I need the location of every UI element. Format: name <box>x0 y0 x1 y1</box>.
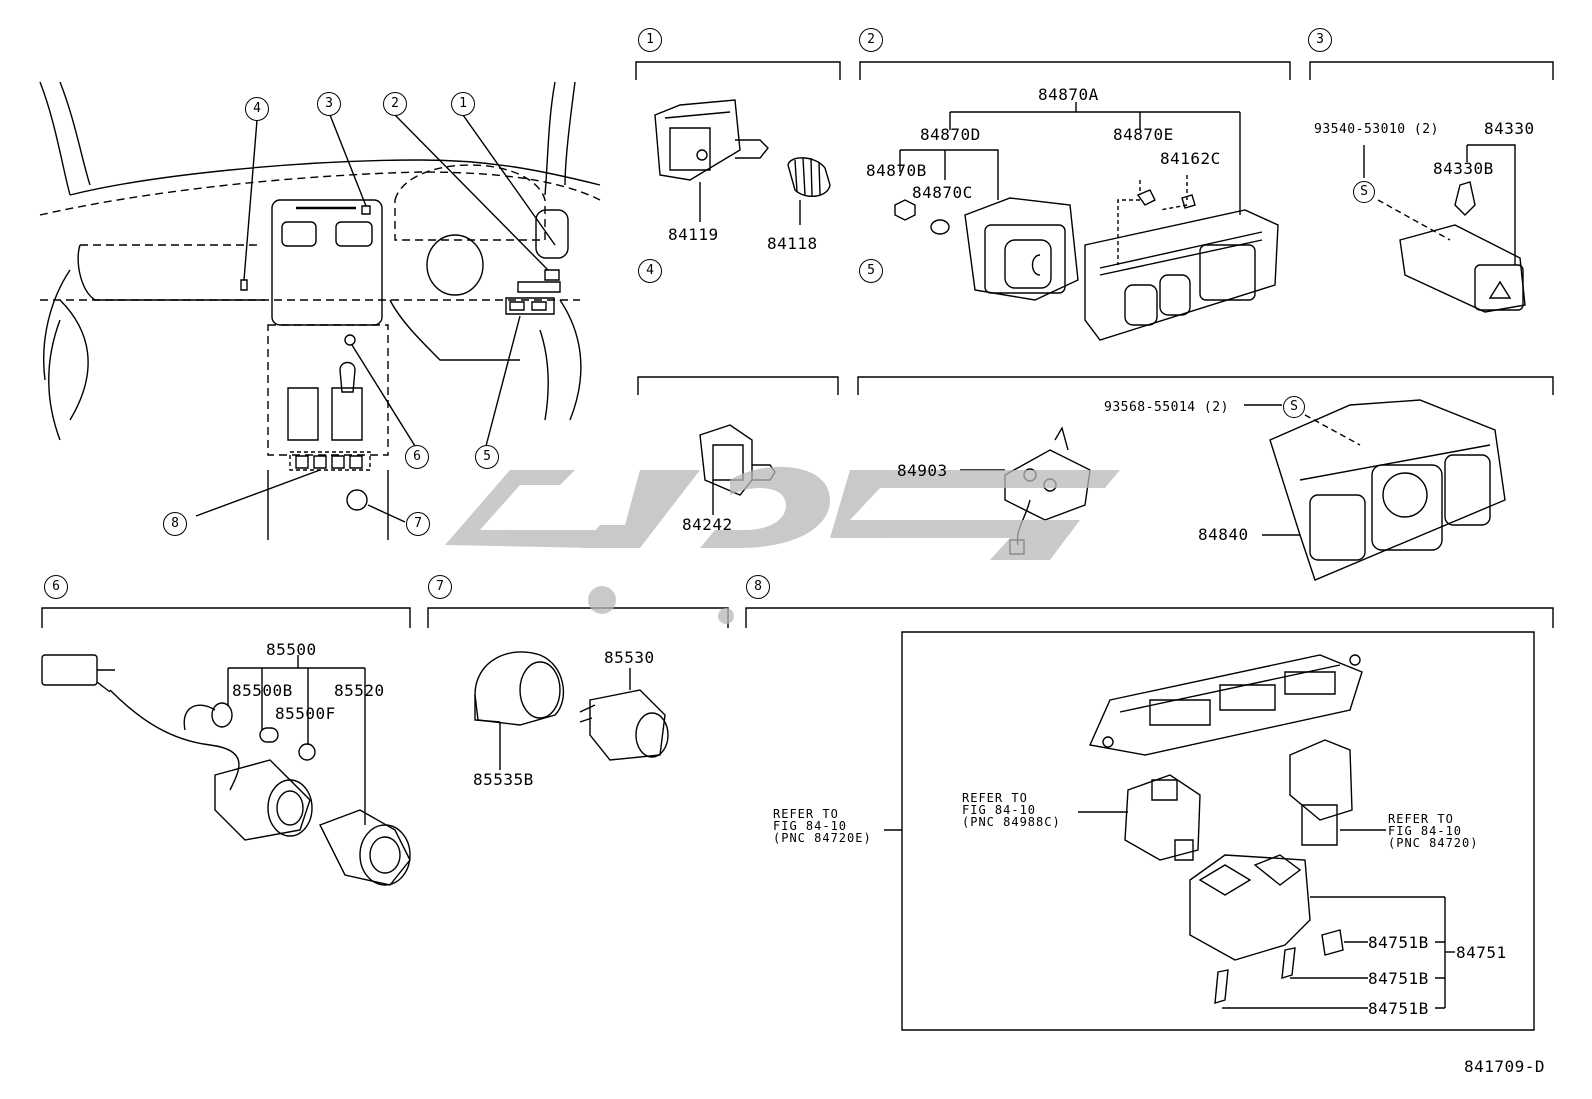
part-number-93540-53010: 93540-53010 (2) <box>1314 122 1439 137</box>
part-number-84870B: 84870B <box>866 161 927 180</box>
part-84330-drawing <box>1400 225 1525 312</box>
part-number-84751B-1: 84751B <box>1368 933 1429 952</box>
part-number-85500F: 85500F <box>275 704 336 723</box>
screw-symbol-s: S <box>1353 181 1375 203</box>
overview-callout-1: 1 <box>451 92 475 116</box>
overview-callout-5: 5 <box>475 445 499 469</box>
part-number-84840: 84840 <box>1198 525 1249 544</box>
overview-callout-6: 6 <box>405 445 429 469</box>
part-84119-drawing <box>655 100 768 180</box>
part-number-84870A: 84870A <box>1038 85 1099 104</box>
part-number-84870C: 84870C <box>912 183 973 202</box>
overview-callout-4: 4 <box>245 97 269 121</box>
part-number-84330B: 84330B <box>1433 159 1494 178</box>
section-7-marker: 7 <box>428 575 452 599</box>
section-1-marker: 1 <box>638 28 662 52</box>
part-85535B-drawing <box>475 652 563 725</box>
overview-callout-3: 3 <box>317 92 341 116</box>
part-84870A-drawing <box>1085 210 1278 340</box>
section-2-marker: 2 <box>859 28 883 52</box>
part-85530-drawing <box>580 690 668 760</box>
part-84840-drawing <box>1270 400 1505 580</box>
overview-callout-8: 8 <box>163 512 187 536</box>
part-84870D-drawing <box>965 198 1078 300</box>
part-number-84330: 84330 <box>1484 119 1535 138</box>
part-number-85500: 85500 <box>266 640 317 659</box>
part-number-84870D: 84870D <box>920 125 981 144</box>
screw-symbol-s-2: S <box>1283 396 1305 418</box>
part-number-85535B: 85535B <box>473 770 534 789</box>
section-5-marker: 5 <box>859 259 883 283</box>
dashboard-overview <box>40 82 600 540</box>
part-number-93568-55014: 93568-55014 (2) <box>1104 400 1229 415</box>
refer-note-84988C: REFER TO FIG 84-10 (PNC 84988C) <box>962 791 1061 829</box>
part-number-84119: 84119 <box>668 225 719 244</box>
section-8-marker: 8 <box>746 575 770 599</box>
part-8-panel-drawing <box>1090 655 1362 755</box>
refer-note-84720: REFER TO FIG 84-10 (PNC 84720) <box>1388 812 1479 850</box>
part-number-84903: 84903 <box>897 461 948 480</box>
part-number-84118: 84118 <box>767 234 818 253</box>
part-number-84162C: 84162C <box>1160 149 1221 168</box>
overview-callout-7: 7 <box>406 512 430 536</box>
part-8-switch-a-drawing <box>1125 775 1200 860</box>
part-number-85530: 85530 <box>604 648 655 667</box>
part-number-84870E: 84870E <box>1113 125 1174 144</box>
part-number-85520: 85520 <box>334 681 385 700</box>
part-number-84751: 84751 <box>1456 943 1507 962</box>
overview-callout-2: 2 <box>383 92 407 116</box>
diagram-code: 841709-D <box>1464 1057 1546 1076</box>
watermark-logo <box>445 466 1120 624</box>
part-84118-drawing <box>788 158 830 225</box>
part-number-85500B: 85500B <box>232 681 293 700</box>
section-6-marker: 6 <box>44 575 68 599</box>
part-number-84751B-2: 84751B <box>1368 969 1429 988</box>
part-8-switch-b-drawing <box>1290 740 1352 845</box>
part-85520-drawing <box>320 810 410 885</box>
section-4-marker: 4 <box>638 259 662 283</box>
section-3-marker: 3 <box>1308 28 1332 52</box>
part-8-window-switch-drawing <box>1190 855 1310 960</box>
part-number-84751B-3: 84751B <box>1368 999 1429 1018</box>
refer-note-84720E: REFER TO FIG 84-10 (PNC 84720E) <box>773 807 872 845</box>
part-85500-drawing <box>42 655 312 840</box>
part-number-84242: 84242 <box>682 515 733 534</box>
